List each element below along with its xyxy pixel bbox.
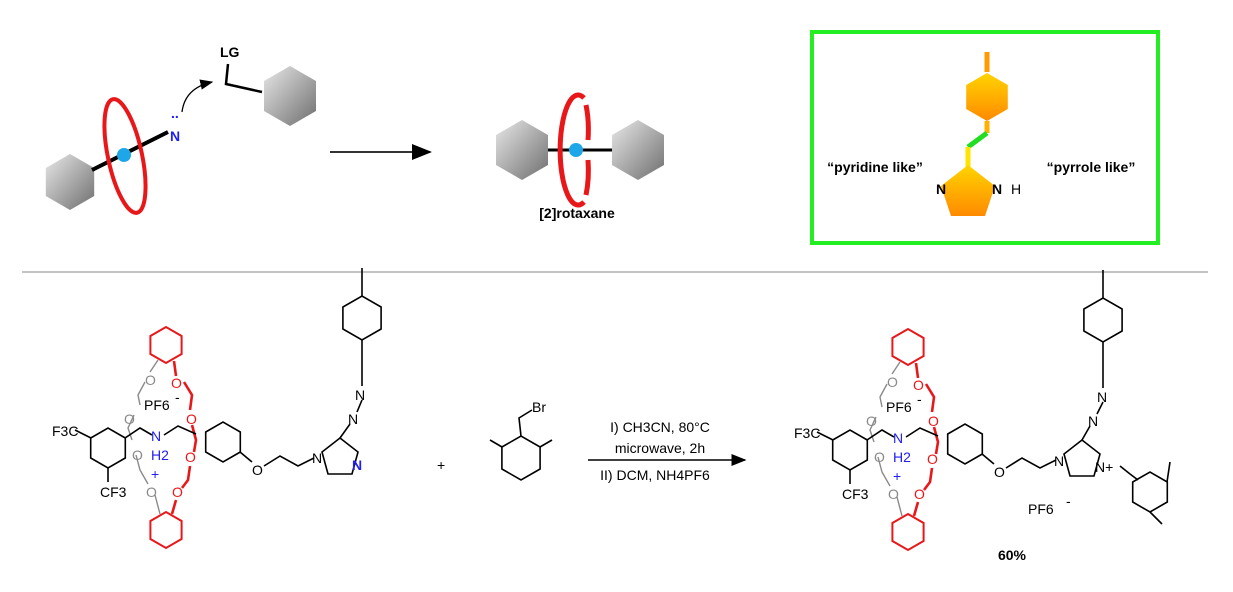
svg-text:O: O xyxy=(171,375,182,391)
rotaxane-cartoon: [2]rotaxane xyxy=(496,92,664,221)
lone-pair: .. xyxy=(171,105,179,121)
left-stopper xyxy=(496,120,548,180)
product-imidazolium: N N+ N N PF6 - 60% xyxy=(998,270,1171,563)
svg-text:N: N xyxy=(348,411,358,427)
inset-border xyxy=(810,30,1160,245)
electrophile-hexagon xyxy=(264,66,316,126)
threading-scheme: N .. LG xyxy=(45,44,316,215)
right-stopper xyxy=(612,120,664,180)
f3c-label: F3C xyxy=(52,423,78,439)
benzyl-bromide: Br xyxy=(489,399,553,481)
bromine-label: Br xyxy=(532,399,546,415)
nucleophile-label: N xyxy=(170,128,180,144)
pyrrole-like-label: “pyrrole like” xyxy=(1047,159,1136,175)
binding-site-dot xyxy=(117,148,131,162)
condition-1: I) CH3CN, 80°C xyxy=(610,419,710,435)
aryl-hexagon xyxy=(966,73,1008,121)
svg-text:O: O xyxy=(172,484,183,500)
product-core xyxy=(792,327,1058,552)
electrophile-bond xyxy=(224,63,263,94)
svg-text:O: O xyxy=(146,484,157,500)
rotaxane-label: [2]rotaxane xyxy=(539,205,615,221)
svg-text:N: N xyxy=(355,387,365,403)
pf6-charge: - xyxy=(175,389,180,405)
macrocycle-ring xyxy=(557,92,586,208)
ammonium-n: N xyxy=(151,428,161,444)
yield-label: 60% xyxy=(998,547,1027,563)
svg-text:N: N xyxy=(1054,453,1064,469)
imidazole-inset: N N H “pyridine like” “pyrrole like” xyxy=(810,30,1160,245)
imidazolium-n: N+ xyxy=(1095,459,1113,475)
pf6-counterion: PF6 xyxy=(144,397,170,413)
stopper-hexagon xyxy=(45,154,95,210)
svg-text:O: O xyxy=(185,449,196,465)
svg-text:N: N xyxy=(1088,413,1098,429)
svg-text:O: O xyxy=(124,411,135,427)
axle xyxy=(91,130,169,172)
ether-o: O xyxy=(252,462,263,478)
reaction-conditions: I) CH3CN, 80°C microwave, 2h II) DCM, NH… xyxy=(588,419,747,483)
svg-text:O: O xyxy=(186,411,197,427)
svg-text:N: N xyxy=(312,450,322,466)
product-pf6: PF6 xyxy=(1028,501,1054,517)
leaving-group-label: LG xyxy=(220,44,240,60)
ammonium-h2: H2 xyxy=(151,447,169,463)
product-pf6-charge: - xyxy=(1066,493,1071,509)
pyridine-like-label: “pyridine like” xyxy=(827,159,923,175)
condition-2: microwave, 2h xyxy=(615,440,705,456)
macrocycle-ring xyxy=(102,97,148,215)
curved-arrow-icon xyxy=(181,79,214,113)
reactant-imidazole: N N N N xyxy=(312,268,382,475)
pyrrole-h: H xyxy=(1011,181,1021,197)
imidazole-pentagon xyxy=(941,165,995,216)
pseudorotaxane-core: O O O O O O O O F3C CF3 N H2 + PF6 - O xyxy=(52,325,315,550)
svg-text:N: N xyxy=(352,457,362,473)
cf3-label: CF3 xyxy=(100,484,127,500)
plus-sign: + xyxy=(437,457,445,473)
ammonium-charge: + xyxy=(151,466,159,482)
condition-3: II) DCM, NH4PF6 xyxy=(600,467,710,483)
pyrrole-n: N xyxy=(992,181,1002,197)
svg-text:N: N xyxy=(1097,389,1107,405)
svg-text:O: O xyxy=(132,447,143,463)
svg-text:O: O xyxy=(145,372,156,388)
pyridine-n: N xyxy=(936,181,946,197)
